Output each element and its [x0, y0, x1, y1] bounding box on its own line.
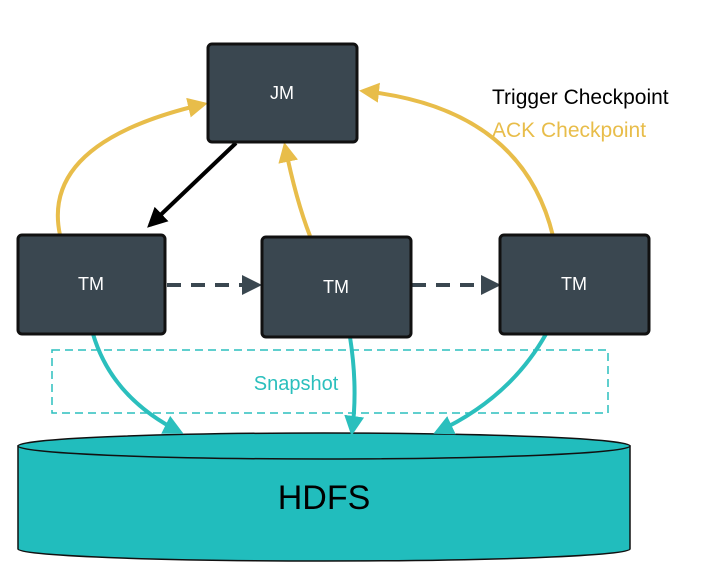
- ack-arrow-right: [359, 82, 555, 237]
- tm-node-left: TM: [16, 233, 167, 336]
- legend-trigger: Trigger Checkpoint: [492, 86, 669, 109]
- jm-node: JM: [206, 42, 359, 144]
- jm-label: JM: [270, 83, 294, 103]
- tm-right-label: TM: [561, 274, 587, 294]
- snapshot-label: Snapshot: [254, 373, 339, 395]
- snapshot-region: Snapshot: [51, 349, 609, 414]
- ack-arrow-middle: [278, 142, 312, 237]
- ack-arrow-left: [55, 97, 208, 236]
- hdfs-cylinder: HDFS: [17, 432, 631, 562]
- tm-node-middle: TM: [260, 235, 413, 339]
- snapshot-arrow-right: [433, 333, 548, 435]
- tm-middle-label: TM: [323, 277, 349, 297]
- trigger-arrow: [147, 141, 238, 228]
- legend: Trigger Checkpoint ACK Checkpoint: [492, 86, 669, 142]
- hdfs-label: HDFS: [278, 479, 371, 517]
- tm-left-label: TM: [78, 274, 104, 294]
- snapshot-arrow-left: [91, 333, 184, 434]
- legend-ack: ACK Checkpoint: [492, 119, 646, 142]
- snapshot-arrow-middle: [344, 336, 365, 436]
- tm-node-right: TM: [498, 233, 651, 336]
